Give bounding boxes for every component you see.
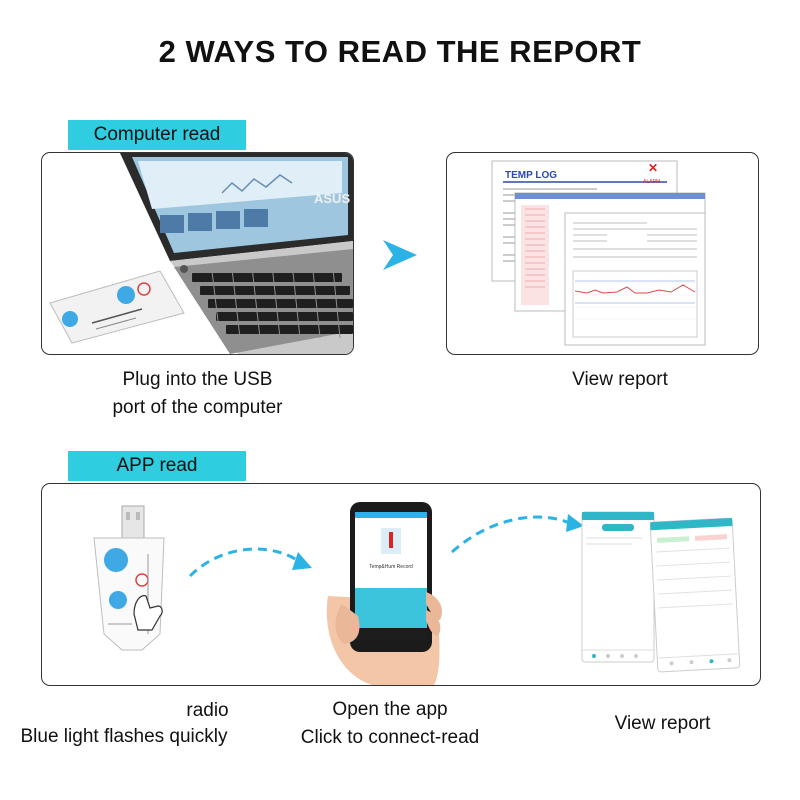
app-panel: Temp&Hum Record xyxy=(41,483,761,686)
laptop-panel: ASUS xyxy=(41,152,354,355)
usb-logger-icon xyxy=(93,505,165,651)
caption-open-app: Open the app Click to connect-read xyxy=(275,696,505,752)
report-papers-illustration: TEMP LOG ✕ ALARM xyxy=(491,160,706,346)
app-report-screens-icon xyxy=(581,511,741,673)
laptop-brand: ASUS xyxy=(314,191,350,206)
caption-plug-usb-line1: Plug into the USB xyxy=(122,369,273,390)
computer-read-tag: Computer read xyxy=(68,120,246,150)
phone-in-hand-icon: Temp&Hum Record xyxy=(326,502,443,685)
caption-open-app-line1: Open the app xyxy=(332,699,448,720)
report-title: TEMP LOG xyxy=(505,170,557,181)
app-read-tag: APP read xyxy=(68,451,246,481)
svg-text:✕: ✕ xyxy=(648,161,658,175)
laptop-illustration: ASUS xyxy=(49,153,353,354)
caption-view-report-app: View report xyxy=(614,713,711,734)
report-panel: TEMP LOG ✕ ALARM xyxy=(446,152,759,355)
caption-plug-usb-line2: port of the computer xyxy=(112,397,283,418)
arrow-right-icon xyxy=(383,240,417,270)
report-alarm-stamp: ALARM xyxy=(643,179,660,185)
caption-blue-light: Blue light flashes quickly xyxy=(20,726,228,747)
caption-view-report-computer: View report xyxy=(572,369,668,390)
caption-plug-usb: Plug into the USB port of the computer xyxy=(60,366,335,422)
phone-screen-text: Temp&Hum Record xyxy=(369,564,413,570)
app-illustration: Temp&Hum Record xyxy=(93,502,741,685)
caption-open-app-line2: Click to connect-read xyxy=(300,727,480,748)
page-title: 2 WAYS TO READ THE REPORT xyxy=(158,34,642,69)
caption-radio: radio xyxy=(186,700,229,721)
